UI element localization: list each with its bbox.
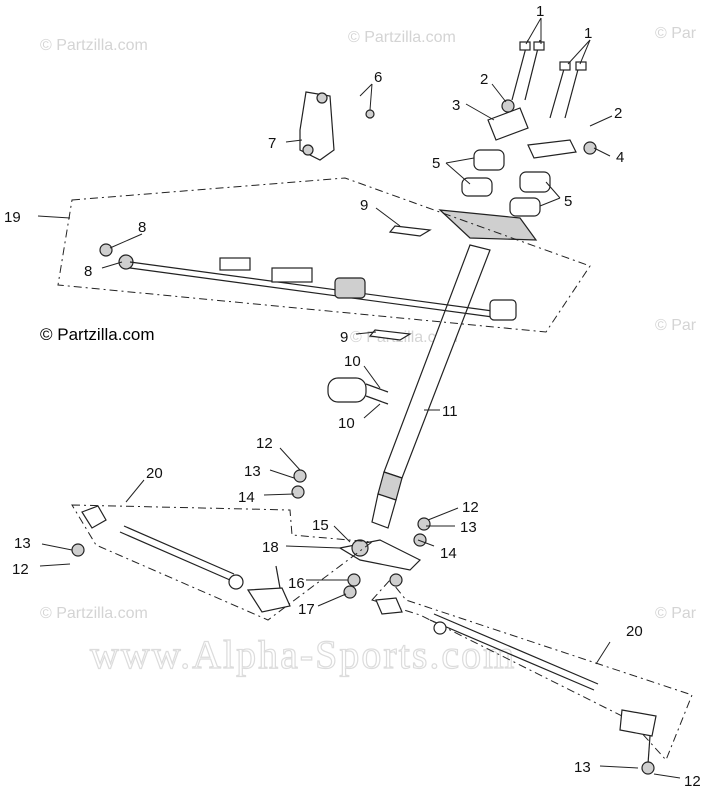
callout-16: 16 — [288, 575, 305, 592]
watermark-bottom-left: © Partzilla.com — [40, 605, 148, 622]
callout-18: 18 — [262, 539, 279, 556]
watermark-bottom-right: © Par — [655, 605, 697, 622]
callout-6: 6 — [374, 69, 382, 86]
callout-10a: 10 — [344, 353, 361, 370]
callout-4: 4 — [616, 149, 624, 166]
top-bolts — [511, 39, 587, 119]
callout-13c: 13 — [14, 535, 31, 552]
watermark-top-right: © Par — [655, 25, 697, 42]
watermark-top-left: © Partzilla.com — [40, 37, 148, 54]
callout-3: 3 — [452, 97, 460, 114]
tie-rod-right — [371, 573, 693, 775]
callout-12a: 12 — [256, 435, 273, 452]
callout-14b: 14 — [440, 545, 457, 562]
callout-12d: 12 — [684, 773, 701, 790]
callout-20a: 20 — [146, 465, 163, 482]
watermark-mid-right: © Par — [655, 317, 697, 334]
callout-2b: 2 — [614, 105, 622, 122]
steering-shaft — [371, 244, 491, 529]
lock-linkage — [99, 225, 517, 341]
callout-7: 7 — [268, 135, 276, 152]
callout-10b: 10 — [338, 415, 355, 432]
callout-2a: 2 — [480, 71, 488, 88]
callout-17: 17 — [298, 601, 315, 618]
lock-cylinder — [327, 377, 389, 405]
callout-19: 19 — [4, 209, 21, 226]
callout-11: 11 — [442, 403, 458, 420]
mid-hardware — [291, 469, 431, 547]
callout-9b: 9 — [340, 329, 348, 346]
callout-1a: 1 — [536, 3, 544, 20]
callout-1b: 1 — [584, 25, 592, 42]
assembly-outline-19 — [57, 177, 591, 333]
callout-14a: 14 — [238, 489, 255, 506]
watermark-top-mid: © Partzilla.com — [348, 29, 456, 46]
callout-13d: 13 — [574, 759, 591, 776]
callout-13a: 13 — [244, 463, 261, 480]
leader-lines — [37, 17, 681, 779]
callout-13b: 13 — [460, 519, 477, 536]
callout-5b: 5 — [564, 193, 572, 210]
callout-9a: 9 — [360, 197, 368, 214]
callout-5a: 5 — [432, 155, 440, 172]
callout-labels: 1 1 2 2 3 4 5 5 6 7 8 8 9 9 10 10 11 12 … — [4, 3, 701, 790]
watermark-alpha-sports: www.Alpha-Sports.com — [90, 632, 516, 677]
callout-12b: 12 — [462, 499, 479, 516]
watermark-partzilla: © Partzilla.com — [40, 325, 155, 344]
column-clamps — [438, 99, 597, 241]
callout-20b: 20 — [626, 623, 643, 640]
callout-8a: 8 — [138, 219, 146, 236]
callout-12c: 12 — [12, 561, 29, 578]
bracket — [299, 91, 375, 161]
callout-15: 15 — [312, 517, 329, 534]
pitman-arm — [338, 539, 422, 599]
tie-rod-left — [71, 504, 374, 621]
callout-8b: 8 — [84, 263, 92, 280]
